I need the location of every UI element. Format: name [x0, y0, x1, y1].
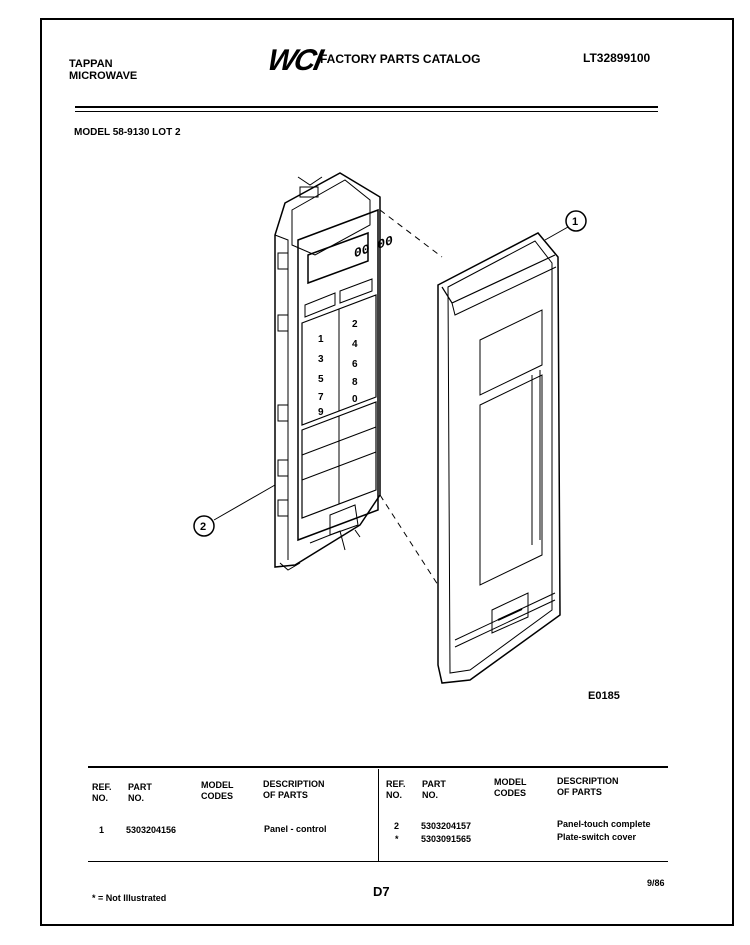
header-model-codes: MODEL CODES: [201, 780, 234, 801]
touch-panel-frame: [437, 232, 561, 684]
table-top-rule: [88, 766, 668, 768]
not-illustrated-note: * = Not Illustrated: [92, 893, 167, 903]
keypad-key-0: 0: [352, 394, 358, 405]
exploded-parts-diagram: 00 00 1 2 3 4 5 6 7 8 9 0 1 2: [193, 172, 587, 684]
page-border: [40, 18, 734, 926]
header-model-codes-right: MODEL CODES: [494, 777, 527, 798]
figure-id: E0185: [588, 690, 620, 702]
keypad-key-7: 7: [318, 392, 324, 403]
keypad-key-4: 4: [352, 339, 358, 350]
keypad-key-2: 2: [352, 319, 358, 330]
header-rule: [75, 106, 658, 108]
keypad-key-3: 3: [318, 354, 324, 365]
row-2-desc: Panel-touch complete: [557, 819, 651, 829]
keypad-key-6: 6: [352, 359, 358, 370]
header-description-right: DESCRIPTION OF PARTS: [557, 776, 619, 797]
display-digits: 00 00: [354, 234, 393, 263]
row-2-ref: 2: [394, 821, 400, 831]
callout-2: 2: [200, 521, 206, 533]
keypad-key-8: 8: [352, 377, 358, 388]
brand-line-1: TAPPAN: [69, 58, 113, 70]
header-part-no-right: PART NO.: [422, 779, 446, 800]
catalog-code: LT32899100: [583, 51, 651, 65]
header-part-no: PART NO.: [128, 782, 152, 803]
header-ref-no: REF. NO.: [92, 782, 112, 803]
revision-date: 9/86: [647, 878, 665, 888]
brand-line-2: MICROWAVE: [69, 70, 138, 82]
keypad-key-9: 9: [318, 407, 324, 418]
catalog-title: FACTORY PARTS CATALOG: [320, 52, 481, 66]
header-rule-thin: [75, 111, 658, 112]
row-1-part: 5303204156: [126, 825, 177, 835]
header-description: DESCRIPTION OF PARTS: [263, 779, 325, 800]
model-line: MODEL 58-9130 LOT 2: [74, 127, 181, 138]
row-1-ref: 1: [99, 825, 105, 835]
row-3-part: 5303091565: [421, 834, 472, 844]
page-number: D7: [373, 884, 390, 899]
wci-logo: WCI: [264, 44, 324, 77]
control-panel-assembly: [274, 172, 381, 571]
keypad-key-1: 1: [318, 334, 324, 345]
row-2-part: 5303204157: [421, 821, 472, 831]
callout-1: 1: [572, 216, 578, 228]
brand-name: TAPPAN MICROWAVE: [69, 58, 137, 82]
table-column-divider: [378, 769, 379, 861]
row-1-desc: Panel - control: [264, 824, 327, 834]
header-ref-no-right: REF. NO.: [386, 779, 406, 800]
row-3-desc: Plate-switch cover: [557, 832, 637, 842]
table-bottom-rule: [88, 861, 668, 862]
row-3-ref: *: [395, 834, 399, 844]
keypad-key-5: 5: [318, 374, 324, 385]
